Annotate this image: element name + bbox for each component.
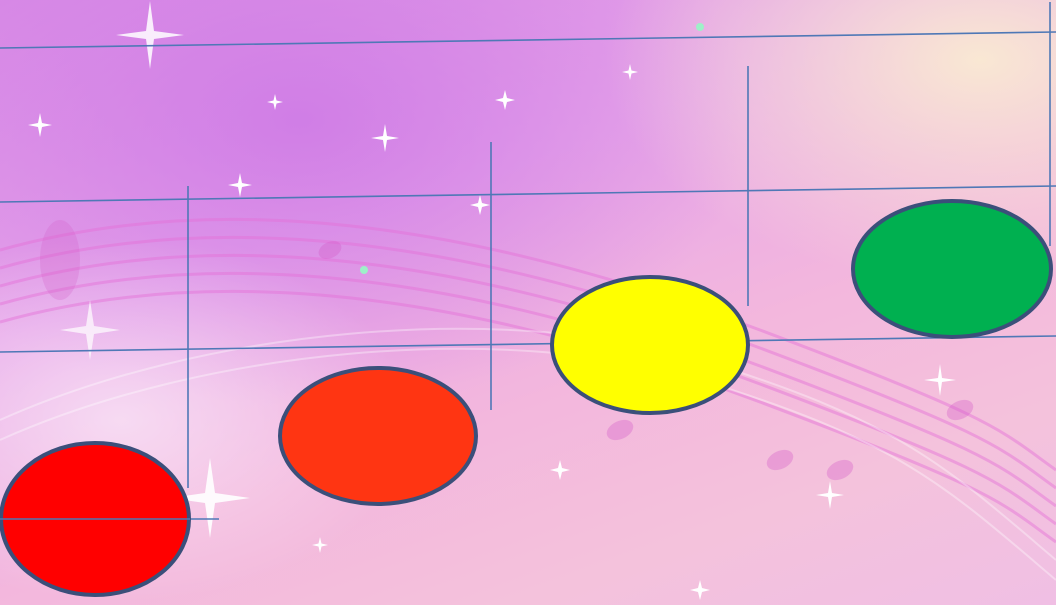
staff-line-2 (0, 186, 1056, 202)
orange-red-note[interactable] (280, 368, 476, 504)
staff-line-3 (0, 336, 1056, 352)
yellow-note[interactable] (552, 277, 748, 413)
green-note[interactable] (853, 201, 1051, 337)
staff-line-1 (0, 32, 1056, 48)
